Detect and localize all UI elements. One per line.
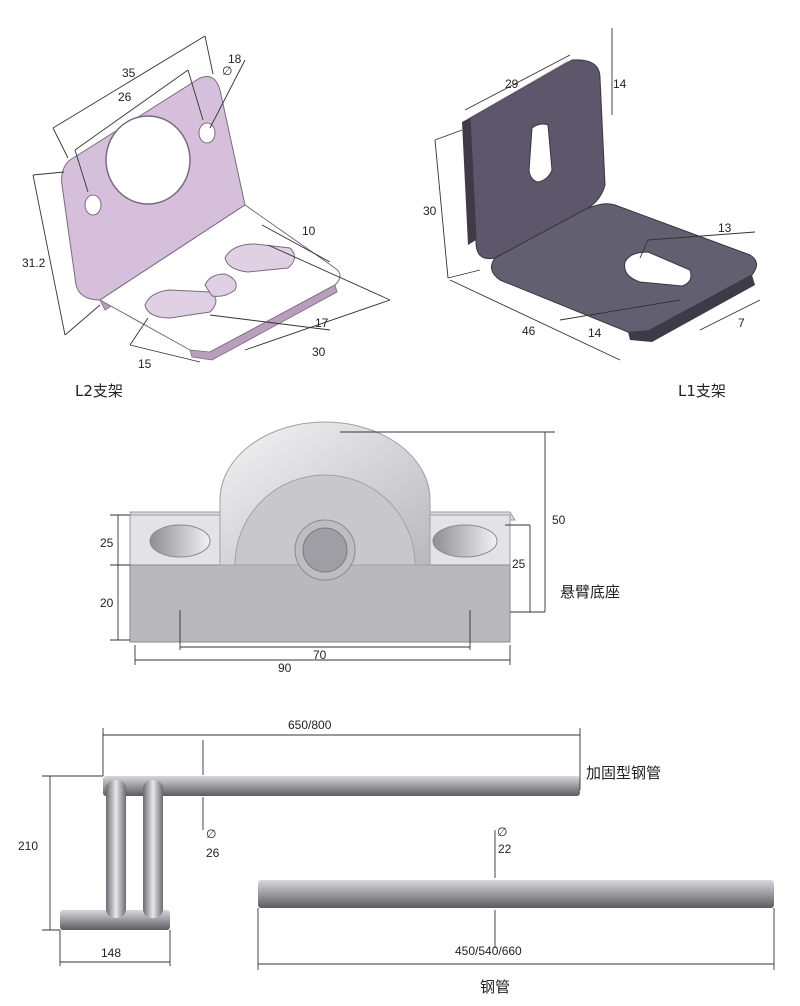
steel-pipe-dim-dia: 22 bbox=[498, 842, 512, 856]
reinforced-pipe: 650/800 210 ∅ 26 148 加固型钢管 bbox=[18, 718, 661, 966]
reinforced-pipe-dim-height: 210 bbox=[18, 839, 38, 853]
base-dim-25-left: 25 bbox=[100, 536, 114, 550]
l2-dim-26: 26 bbox=[118, 90, 132, 104]
diameter-icon: ∅ bbox=[497, 825, 507, 839]
l2-dim-35: 35 bbox=[122, 66, 136, 80]
reinforced-pipe-top-bar bbox=[103, 776, 580, 796]
l2-center-hole bbox=[105, 115, 191, 205]
diameter-icon: ∅ bbox=[222, 64, 232, 78]
l2-slot-left bbox=[144, 289, 217, 319]
l2-dim-17: 17 bbox=[315, 316, 329, 330]
steel-pipe-dim-length: 450/540/660 bbox=[455, 944, 522, 958]
l1-slot-vertical bbox=[528, 123, 553, 183]
l1-bracket: 29 14 30 13 46 14 7 L1支架 bbox=[423, 28, 761, 400]
base-dim-70: 70 bbox=[313, 648, 327, 662]
steel-pipe-caption: 钢管 bbox=[480, 978, 510, 996]
l1-caption: L1支架 bbox=[678, 382, 726, 400]
l2-bracket: 35 26 18 ∅ 31.2 10 17 15 30 L2支架 bbox=[22, 35, 391, 400]
reinforced-pipe-post-left bbox=[106, 780, 126, 918]
base-hole-left bbox=[149, 524, 211, 558]
reinforced-pipe-caption: 加固型钢管 bbox=[586, 764, 661, 782]
cantilever-base: 50 25 25 20 70 90 悬臂底座 bbox=[100, 421, 620, 675]
reinforced-pipe-dim-dia: 26 bbox=[206, 846, 220, 860]
base-dim-20: 20 bbox=[100, 596, 114, 610]
l1-dim-7: 7 bbox=[738, 316, 745, 330]
steel-pipe: ∅ 22 450/540/660 钢管 bbox=[257, 825, 775, 996]
l1-dim-30: 30 bbox=[423, 204, 437, 218]
base-dim-50: 50 bbox=[552, 513, 566, 527]
l2-small-hole-left bbox=[84, 194, 102, 216]
reinforced-pipe-dim-base: 148 bbox=[101, 946, 121, 960]
l1-dim-29: 29 bbox=[505, 77, 519, 91]
steel-pipe-bar bbox=[258, 880, 774, 908]
reinforced-pipe-post-right bbox=[143, 780, 163, 918]
l2-dim-15: 15 bbox=[138, 357, 152, 371]
base-dim-90: 90 bbox=[278, 661, 292, 675]
l2-slot-right bbox=[224, 243, 295, 273]
l1-slot-horizontal bbox=[624, 251, 692, 287]
reinforced-pipe-dim-length: 650/800 bbox=[288, 718, 332, 732]
l1-dim-14-bottom: 14 bbox=[588, 326, 602, 340]
l2-dim-10: 10 bbox=[302, 224, 316, 238]
l2-small-hole-right bbox=[198, 122, 216, 144]
base-caption: 悬臂底座 bbox=[560, 583, 620, 601]
l2-caption: L2支架 bbox=[75, 382, 123, 400]
diameter-icon: ∅ bbox=[206, 827, 216, 841]
l2-dim-30: 30 bbox=[312, 345, 326, 359]
base-dim-25-right: 25 bbox=[512, 557, 526, 571]
l2-dim-31-2: 31.2 bbox=[22, 256, 46, 270]
reinforced-pipe-bottom-bar bbox=[60, 910, 170, 930]
l1-dim-46: 46 bbox=[522, 324, 536, 338]
l1-dim-13: 13 bbox=[718, 221, 732, 235]
l1-dim-14-top: 14 bbox=[613, 77, 627, 91]
l2-dim-18: 18 bbox=[228, 52, 242, 66]
l2-slot-mid bbox=[204, 273, 237, 297]
base-hole-right bbox=[432, 524, 498, 558]
